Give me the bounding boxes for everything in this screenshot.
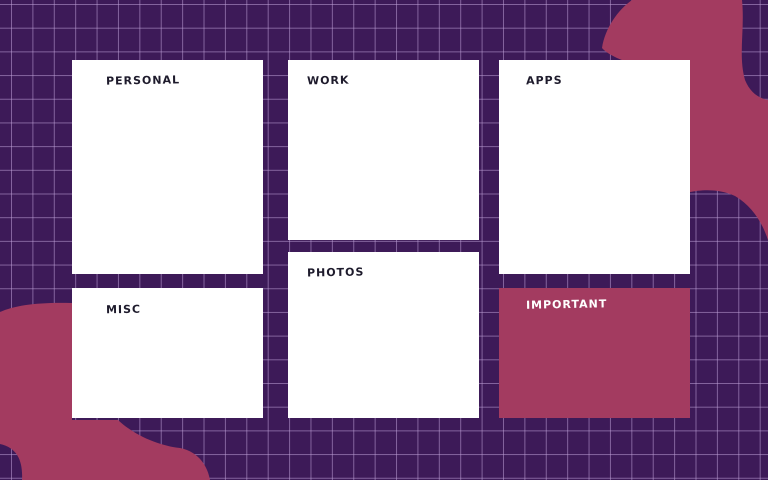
card-important[interactable]: IMPORTANT: [499, 288, 690, 418]
card-apps[interactable]: APPS: [499, 60, 690, 274]
card-misc[interactable]: MISC: [72, 288, 263, 418]
card-label: IMPORTANT: [525, 297, 608, 312]
card-photos[interactable]: PHOTOS: [288, 252, 479, 418]
bottom-left-blob: [0, 302, 210, 480]
card-label: APPS: [525, 73, 563, 88]
card-work[interactable]: WORK: [288, 60, 479, 240]
card-label: PERSONAL: [105, 73, 181, 88]
card-label: PHOTOS: [306, 265, 365, 280]
card-personal[interactable]: PERSONAL: [72, 60, 263, 274]
card-label: WORK: [306, 73, 350, 88]
card-label: MISC: [105, 302, 142, 317]
